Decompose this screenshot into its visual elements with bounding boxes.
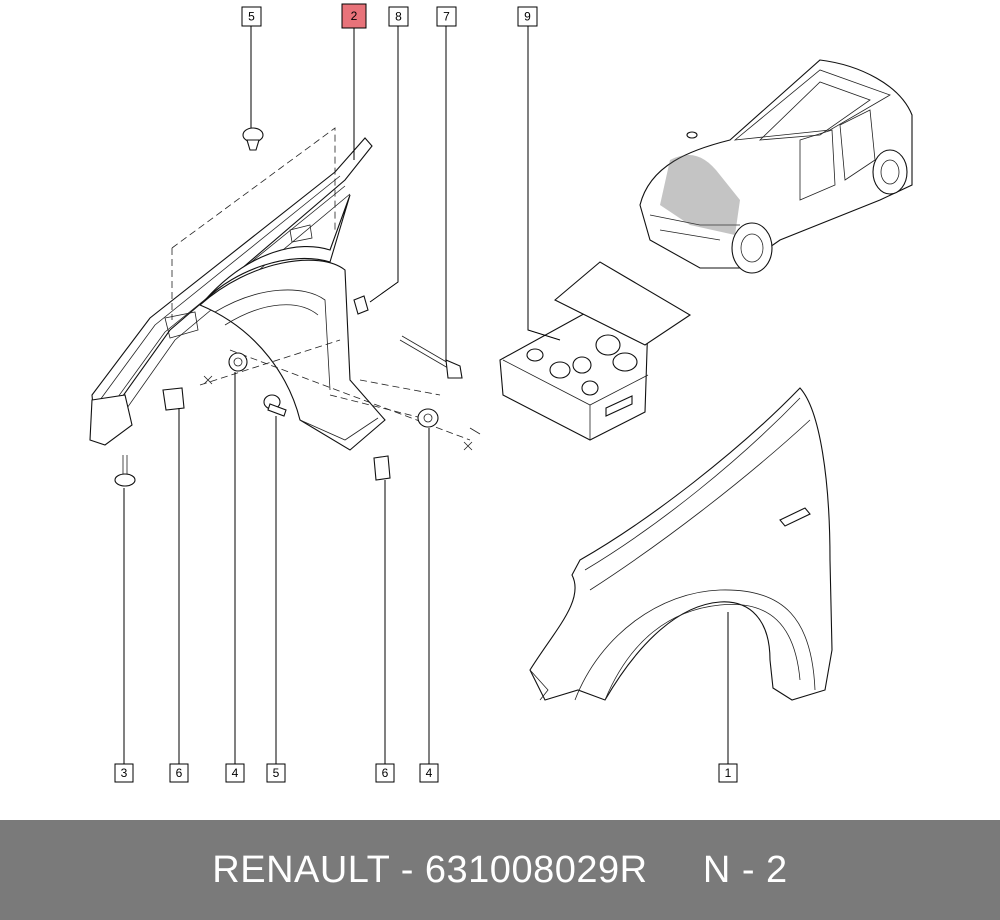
callout-bottom-1: 1 <box>718 763 738 783</box>
footer-bar: RENAULT - 631008029R N - 2 <box>0 820 1000 920</box>
svg-text:6: 6 <box>382 766 389 780</box>
fastener-clip-top <box>242 127 264 151</box>
svg-text:4: 4 <box>232 766 239 780</box>
screw-3 <box>114 455 136 487</box>
axis-marks <box>203 375 481 451</box>
callout-top-2: 2 <box>341 3 367 29</box>
clip-6b <box>373 455 391 481</box>
callout-bottom-3: 3 <box>114 763 134 783</box>
inner-fender-bracket <box>89 127 471 451</box>
parts-diagram: 5 2 8 7 9 3 6 4 5 6 4 1 <box>89 3 913 783</box>
svg-text:6: 6 <box>176 766 183 780</box>
svg-text:7: 7 <box>443 10 450 24</box>
callout-bottom-4b: 4 <box>419 763 439 783</box>
clip-6a <box>162 387 185 411</box>
clips-kit-box <box>499 261 692 441</box>
svg-text:5: 5 <box>273 766 280 780</box>
nut-4a <box>228 352 248 372</box>
callout-bottom-6a: 6 <box>169 763 189 783</box>
bolt-7 <box>399 335 463 379</box>
nut-4b <box>417 408 439 428</box>
vehicle-illustration <box>639 59 913 274</box>
svg-text:1: 1 <box>725 766 732 780</box>
callout-bottom-5: 5 <box>266 763 286 783</box>
fastener-clip-8 <box>353 295 369 315</box>
screw-5 <box>263 394 287 417</box>
part-number-caption: RENAULT - 631008029R N - 2 <box>212 848 788 891</box>
callout-top-8: 8 <box>388 6 409 27</box>
svg-text:5: 5 <box>248 10 255 24</box>
callout-bottom-6b: 6 <box>375 763 395 783</box>
leader-lines <box>123 26 729 764</box>
svg-text:4: 4 <box>426 766 433 780</box>
svg-text:2: 2 <box>351 9 358 23</box>
exploded-view-svg: 5 2 8 7 9 3 6 4 5 6 4 1 <box>89 3 913 783</box>
callout-top-7: 7 <box>436 6 457 27</box>
callout-bottom-4a: 4 <box>225 763 245 783</box>
callout-top-9: 9 <box>517 6 538 27</box>
svg-text:9: 9 <box>524 10 531 24</box>
svg-text:3: 3 <box>121 766 128 780</box>
front-fender <box>529 387 833 701</box>
callout-top-5: 5 <box>241 6 262 27</box>
svg-text:8: 8 <box>395 10 402 24</box>
